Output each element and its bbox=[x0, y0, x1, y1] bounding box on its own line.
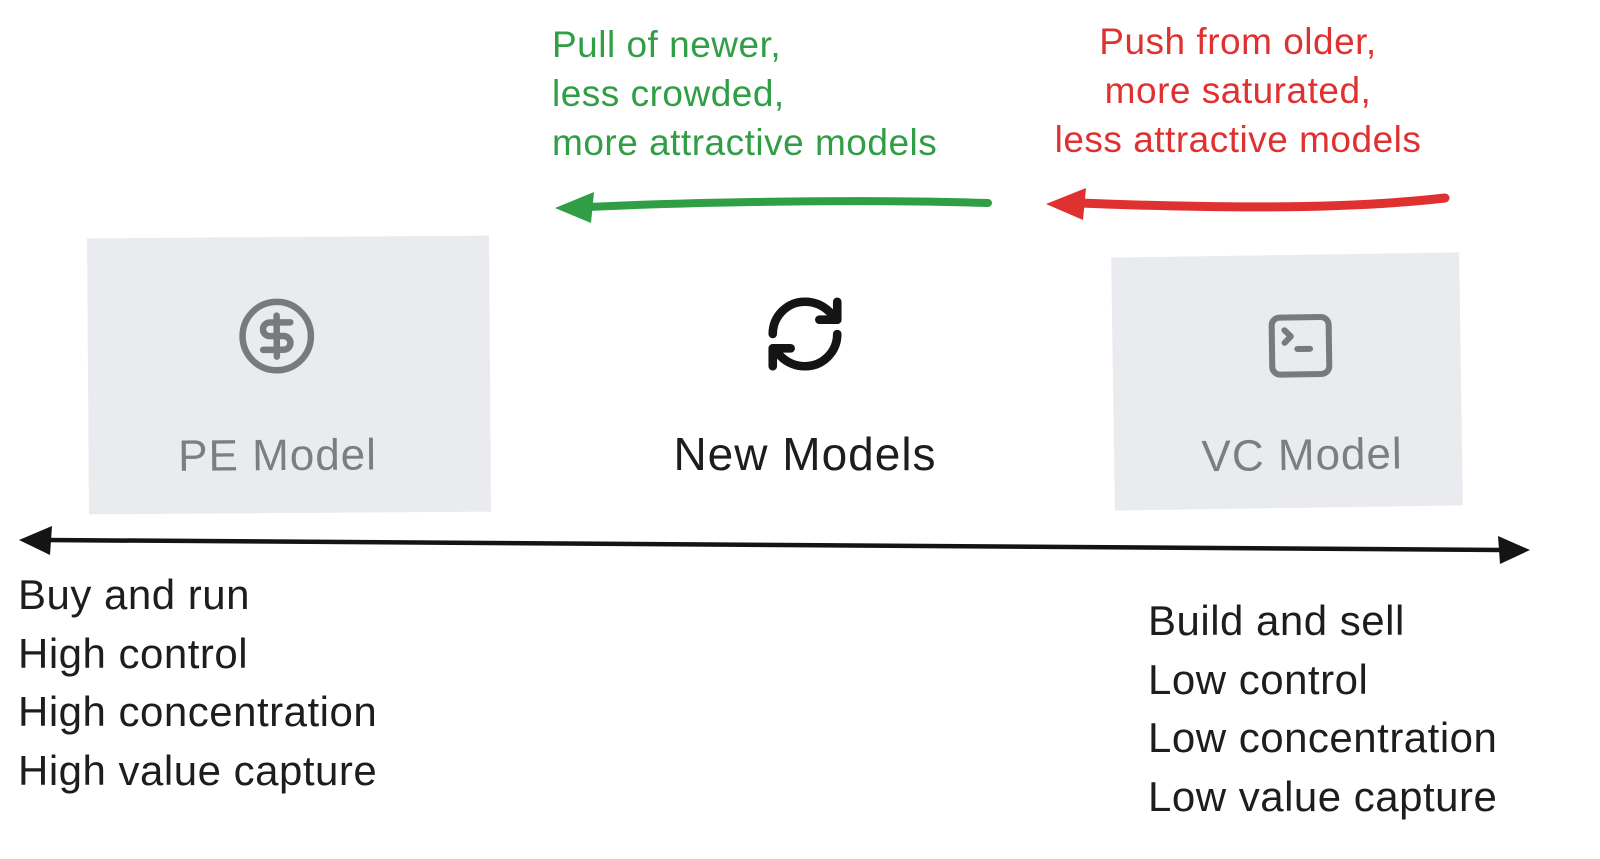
push-annotation-line: less attractive models bbox=[1054, 119, 1422, 160]
trait-line: High value capture bbox=[18, 746, 378, 794]
trait-line: Low value capture bbox=[1148, 772, 1498, 820]
terminal-icon bbox=[1268, 313, 1333, 378]
pull-annotation-line: Pull of newer, bbox=[552, 24, 782, 65]
trait-line: Build and sell bbox=[1148, 597, 1405, 644]
pull-annotation: Pull of newer, less crowded, more attrac… bbox=[552, 20, 937, 167]
trait-line: High concentration bbox=[18, 688, 378, 735]
pull-annotation-line: more attractive models bbox=[552, 122, 938, 163]
push-annotation-line: more saturated, bbox=[1104, 70, 1372, 111]
vc-model-label: VC Model bbox=[1201, 429, 1404, 482]
push-annotation-line: Push from older, bbox=[1099, 21, 1377, 62]
refresh-icon bbox=[768, 297, 842, 371]
vc-model-card: VC Model bbox=[1111, 252, 1463, 511]
pe-model-label: PE Model bbox=[178, 430, 378, 481]
dollar-circle-icon bbox=[239, 298, 315, 374]
pe-traits-list: Buy and run High control High concentrat… bbox=[18, 566, 377, 800]
trait-line: High control bbox=[18, 629, 249, 677]
trait-line: Buy and run bbox=[18, 571, 250, 618]
new-models-group: New Models bbox=[655, 291, 955, 481]
pull-left-arrow bbox=[555, 192, 992, 223]
push-annotation: Push from older, more saturated, less at… bbox=[1012, 17, 1464, 164]
pull-annotation-line: less crowded, bbox=[552, 73, 785, 114]
new-models-label: New Models bbox=[673, 428, 937, 480]
vc-traits-list: Build and sell Low control Low concentra… bbox=[1148, 592, 1497, 826]
trait-line: Low concentration bbox=[1148, 714, 1498, 761]
spectrum-axis-arrow bbox=[19, 526, 1530, 564]
trait-line: Low control bbox=[1148, 655, 1369, 703]
push-left-arrow bbox=[1046, 188, 1450, 220]
pe-model-card: PE Model bbox=[87, 235, 491, 515]
